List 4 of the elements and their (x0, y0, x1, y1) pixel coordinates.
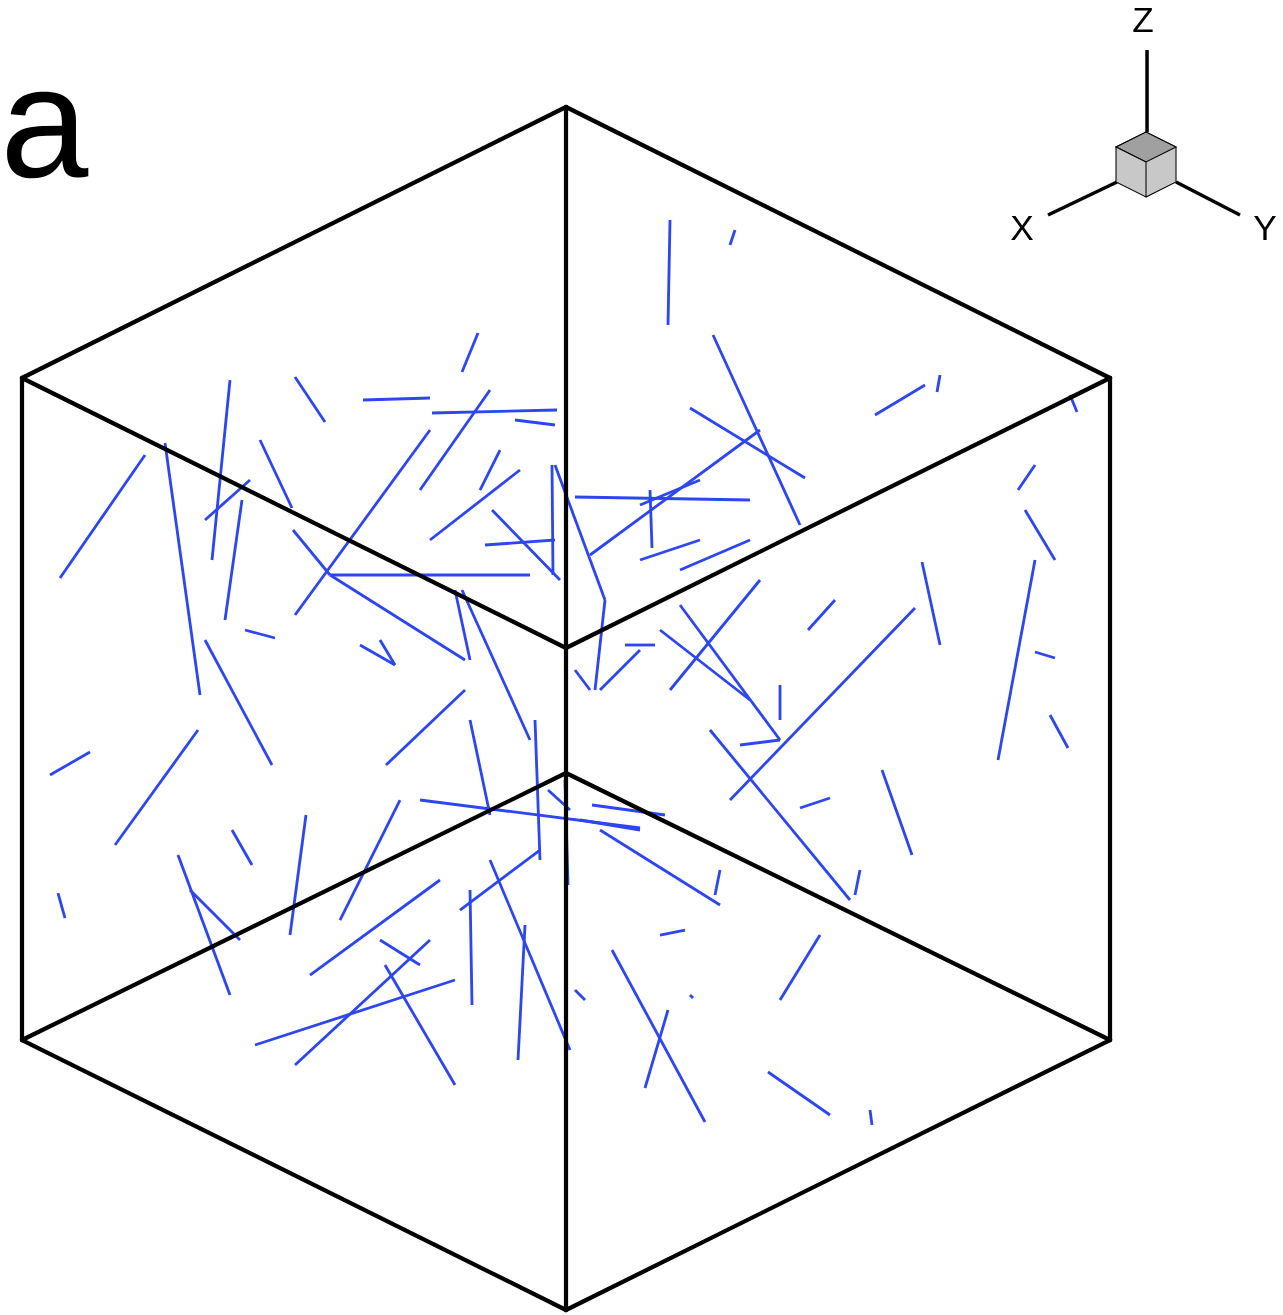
panel-label: a (7, 91, 89, 179)
axis-label: Z (1133, 7, 1153, 33)
axis-label: Y (1254, 215, 1276, 241)
axis-label: X (1011, 215, 1033, 241)
